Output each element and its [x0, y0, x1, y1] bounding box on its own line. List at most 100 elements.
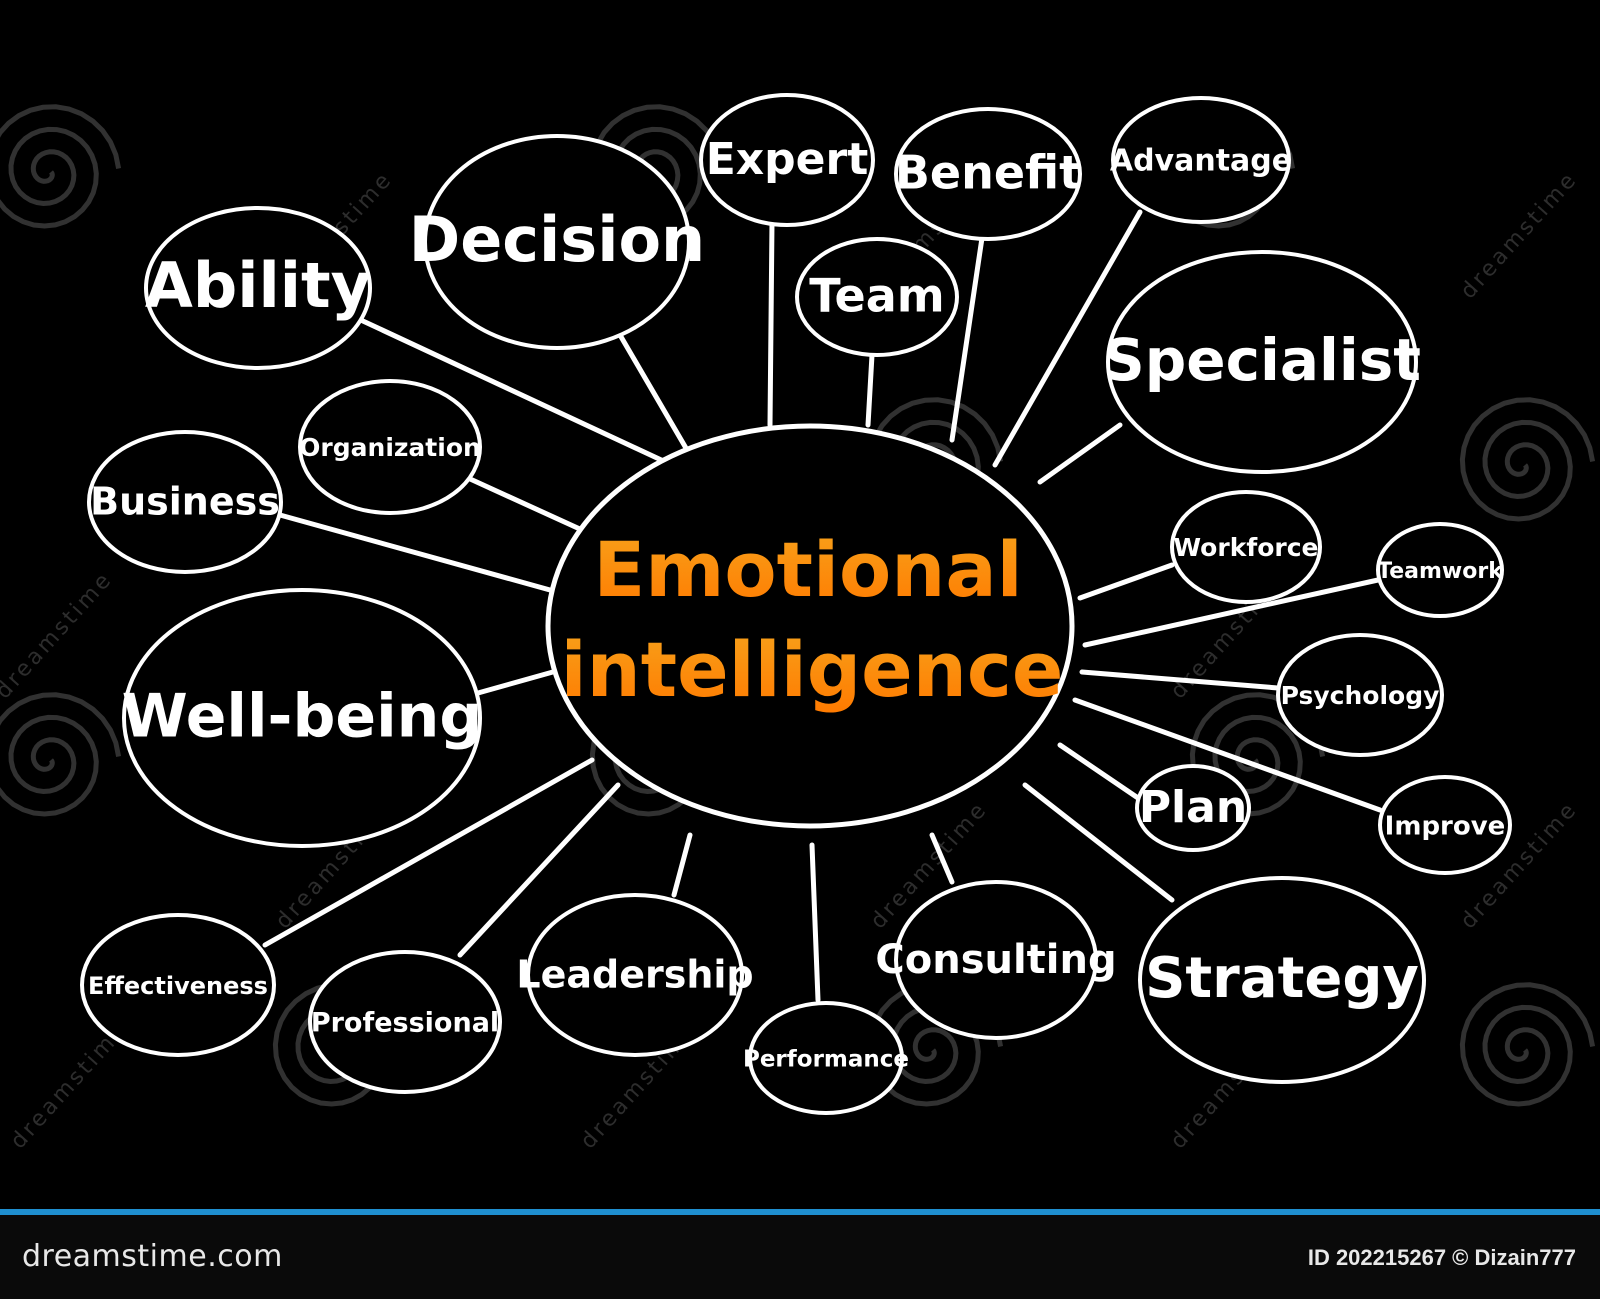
watermark-text: dreamstime [0, 567, 118, 704]
spiral-icon [0, 692, 122, 817]
node-team: Team [795, 237, 959, 357]
central-topic: Emotional intelligence [545, 423, 1075, 829]
node-bubble [894, 880, 1098, 1040]
node-bubble [1170, 490, 1322, 604]
connector-ability [347, 312, 675, 468]
connector-layer [262, 209, 1383, 1003]
node-bubble [1106, 250, 1418, 474]
node-psychology: Psychology [1276, 633, 1444, 757]
connector-team [865, 352, 875, 428]
connector-advantage [992, 209, 1143, 468]
connector-decision [617, 332, 693, 458]
node-label: Ability [145, 249, 371, 322]
node-performance: Performance [743, 1001, 909, 1115]
node-label: Business [90, 480, 280, 524]
connector-specialist [1037, 422, 1123, 485]
node-label: Psychology [1281, 681, 1440, 710]
node-strategy: Strategy [1138, 876, 1426, 1084]
node-bubble [699, 93, 875, 227]
node-bubble [1378, 775, 1512, 875]
connector-performance [809, 842, 821, 1003]
node-teamwork: Teamwork [1376, 522, 1504, 618]
node-label: Professional [311, 1008, 499, 1039]
node-label: Well-being [122, 682, 483, 752]
connector-improve [1072, 697, 1383, 813]
node-workforce: Workforce [1170, 490, 1322, 604]
node-label: Specialist [1103, 326, 1421, 394]
node-label: Benefit [895, 146, 1081, 200]
connector-wellbeing [475, 667, 563, 696]
connector-psychology [1079, 669, 1281, 691]
connector-professional [457, 782, 621, 958]
node-label: Consulting [875, 937, 1116, 983]
node-label: Performance [743, 1047, 909, 1073]
connector-plan [1057, 742, 1141, 801]
node-specialist: Specialist [1103, 250, 1421, 474]
connector-workforce [1077, 562, 1175, 601]
node-expert: Expert [699, 93, 875, 227]
central-topic-line-2: intelligence [561, 625, 1064, 714]
node-bubble [795, 237, 959, 357]
node-label: Organization [299, 433, 481, 462]
node-business: Business [87, 430, 283, 574]
node-bubble [122, 588, 482, 848]
node-leadership: Leadership [516, 893, 754, 1057]
node-bubble [1111, 96, 1291, 224]
central-topic-line-1: Emotional [593, 525, 1022, 614]
node-plan: Plan [1135, 764, 1251, 852]
node-bubble [144, 206, 372, 370]
node-label: Teamwork [1377, 559, 1504, 584]
connector-business [277, 512, 571, 598]
connector-effectiveness [262, 757, 595, 948]
connector-expert [767, 219, 775, 428]
node-decision: Decision [409, 134, 705, 350]
node-bubble [526, 893, 744, 1057]
node-label: Strategy [1145, 946, 1419, 1011]
node-ability: Ability [144, 206, 372, 370]
node-professional: Professional [308, 950, 502, 1094]
node-bubble [87, 430, 283, 574]
node-bubble [80, 913, 276, 1057]
node-effectiveness: Effectiveness [80, 913, 276, 1057]
node-organization: Organization [298, 379, 482, 515]
node-benefit: Benefit [894, 107, 1082, 241]
node-consulting: Consulting [875, 880, 1117, 1040]
footer-image-credit: ID 202215267 © Dizain777 [1307, 1245, 1576, 1270]
node-improve: Improve [1378, 775, 1512, 875]
node-bubble [1276, 633, 1444, 757]
node-label: Leadership [516, 953, 753, 997]
node-label: Plan [1139, 782, 1247, 833]
node-bubble [298, 379, 482, 515]
node-label: Team [809, 269, 944, 323]
connector-consulting [929, 832, 955, 885]
spiral-icon [1459, 982, 1596, 1107]
node-bubble [308, 950, 502, 1094]
connector-organization [465, 475, 585, 533]
node-label: Decision [409, 203, 705, 276]
node-bubble [894, 107, 1082, 241]
node-label: Expert [706, 134, 869, 185]
node-bubble [748, 1001, 904, 1115]
node-wellbeing: Well-being [122, 588, 483, 848]
connector-leadership [671, 832, 693, 898]
node-bubble [1376, 522, 1504, 618]
node-label: Effectiveness [88, 972, 268, 1000]
connector-teamwork [1082, 577, 1381, 648]
connector-strategy [1022, 782, 1175, 903]
node-advantage: Advantage [1110, 96, 1292, 224]
footer-bar: dreamstime.com ID 202215267 © Dizain777 [0, 1209, 1600, 1299]
connector-benefit [949, 235, 985, 443]
node-bubble [1135, 764, 1251, 852]
spiral-icon [0, 104, 122, 229]
spiral-icon [1459, 397, 1596, 522]
central-topic-bubble [545, 423, 1075, 829]
node-bubble [423, 134, 691, 350]
watermark-text: dreamstime [1456, 167, 1583, 304]
footer-site-name[interactable]: dreamstime.com [22, 1239, 283, 1274]
node-bubble [1138, 876, 1426, 1084]
node-label: Improve [1385, 812, 1506, 842]
footer-accent-strip [0, 1209, 1600, 1215]
